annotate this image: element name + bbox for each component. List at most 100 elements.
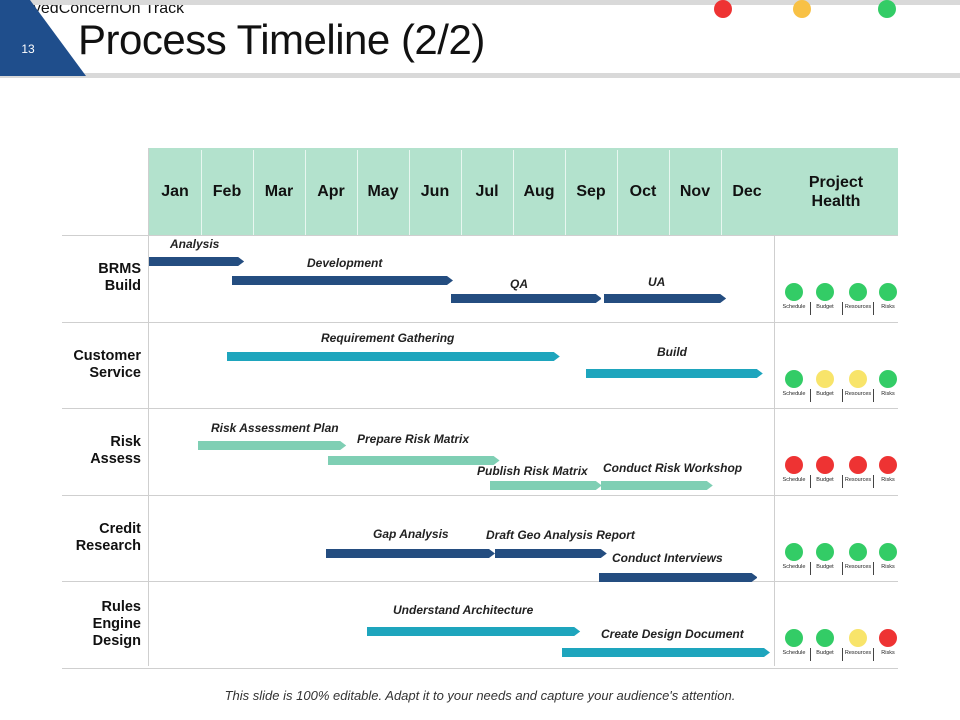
task-bar-shape — [232, 276, 454, 285]
health-category-label: Schedule — [782, 650, 806, 656]
column-divider — [774, 235, 775, 666]
health-category-label: Resources — [844, 390, 872, 397]
month-divider — [565, 150, 566, 235]
month-mar: Mar — [264, 183, 294, 200]
task-bar — [450, 294, 602, 303]
health-category-label: Budget — [816, 304, 834, 310]
task-bar-shape — [149, 257, 245, 266]
health-divider — [810, 302, 811, 315]
health-divider — [873, 302, 874, 315]
row-divider — [62, 581, 898, 582]
task-label: Draft Geo Analysis Report — [486, 528, 635, 542]
health-category-label: Budget — [816, 477, 834, 483]
task-bar-shape — [494, 548, 607, 558]
health-divider — [842, 475, 843, 488]
column-divider — [148, 148, 149, 666]
health-status-dot — [785, 369, 803, 388]
task-label: Conduct Interviews — [612, 551, 723, 565]
health-divider — [810, 388, 811, 402]
task-label: Requirement Gathering — [321, 331, 455, 345]
month-divider — [669, 150, 670, 235]
health-category-label: Schedule — [782, 477, 806, 483]
row-divider — [62, 408, 898, 409]
task-bar — [198, 441, 347, 450]
health-divider — [873, 648, 874, 661]
health-category-label: Schedule — [782, 563, 806, 570]
month-dec: Dec — [732, 183, 762, 200]
health-category-label: Risks — [881, 563, 895, 570]
month-divider — [357, 150, 358, 235]
health-status-dot — [785, 456, 803, 474]
month-divider — [201, 150, 202, 235]
task-bar-shape — [601, 481, 714, 490]
month-jan: Jan — [161, 183, 189, 200]
month-divider — [305, 150, 306, 235]
health-category-label: Budget — [816, 650, 834, 656]
task-bar — [328, 456, 500, 465]
task-bar-shape — [562, 648, 771, 657]
task-bar — [232, 276, 454, 285]
health-divider — [873, 388, 874, 402]
month-oct: Oct — [629, 183, 657, 200]
task-bar-shape — [325, 548, 495, 558]
legend-dot — [793, 0, 811, 18]
task-bar-shape — [367, 627, 581, 636]
health-divider — [842, 302, 843, 315]
task-label: Create Design Document — [601, 627, 744, 641]
health-status-dot — [816, 283, 834, 301]
task-bar — [325, 548, 495, 558]
month-sep: Sep — [576, 183, 606, 200]
health-divider — [842, 561, 843, 575]
task-bar — [604, 294, 727, 303]
task-label: Prepare Risk Matrix — [357, 432, 470, 446]
health-divider — [842, 388, 843, 402]
task-bar-shape — [489, 481, 602, 490]
task-bar — [562, 648, 771, 657]
health-category-label: Schedule — [782, 304, 806, 310]
task-bar — [601, 481, 714, 490]
month-divider — [253, 150, 254, 235]
task-bar — [494, 548, 607, 558]
health-category-label: Resources — [844, 304, 872, 310]
row-divider — [62, 495, 898, 496]
health-category-label: Risks — [881, 304, 895, 310]
health-category-label: Risks — [881, 650, 895, 656]
task-label: Development — [307, 256, 383, 270]
health-category-label: Schedule — [782, 390, 806, 397]
health-divider — [810, 475, 811, 488]
month-aug: Aug — [523, 183, 555, 200]
health-divider — [810, 648, 811, 661]
month-divider — [461, 150, 462, 235]
row-divider — [62, 668, 898, 669]
task-label: Risk Assessment Plan — [211, 421, 339, 435]
month-may: May — [367, 183, 399, 200]
task-bar-shape — [198, 441, 347, 450]
task-label: Conduct Risk Workshop — [603, 461, 743, 475]
month-divider — [409, 150, 410, 235]
task-bar-shape — [598, 572, 758, 582]
health-status-dot — [785, 629, 803, 647]
task-bar — [585, 368, 763, 378]
health-status-dot — [849, 369, 867, 388]
legend-dot — [714, 0, 732, 18]
task-label: QA — [510, 277, 528, 291]
month-divider — [617, 150, 618, 235]
task-bar — [227, 351, 560, 361]
corner-triangle — [0, 0, 86, 76]
title-underline — [0, 73, 960, 78]
month-jun: Jun — [420, 183, 450, 200]
health-category-label: Resources — [844, 650, 872, 656]
slide-number: 13 — [21, 42, 35, 56]
legend-dot — [878, 0, 896, 18]
health-status-dot — [816, 629, 834, 647]
health-category-label: Resources — [844, 477, 872, 483]
health-status-dot — [785, 542, 803, 561]
health-category-label: Resources — [844, 563, 872, 570]
footer-note: This slide is 100% editable. Adapt it to… — [224, 688, 736, 703]
task-bar — [149, 257, 245, 266]
task-bar — [598, 572, 758, 582]
